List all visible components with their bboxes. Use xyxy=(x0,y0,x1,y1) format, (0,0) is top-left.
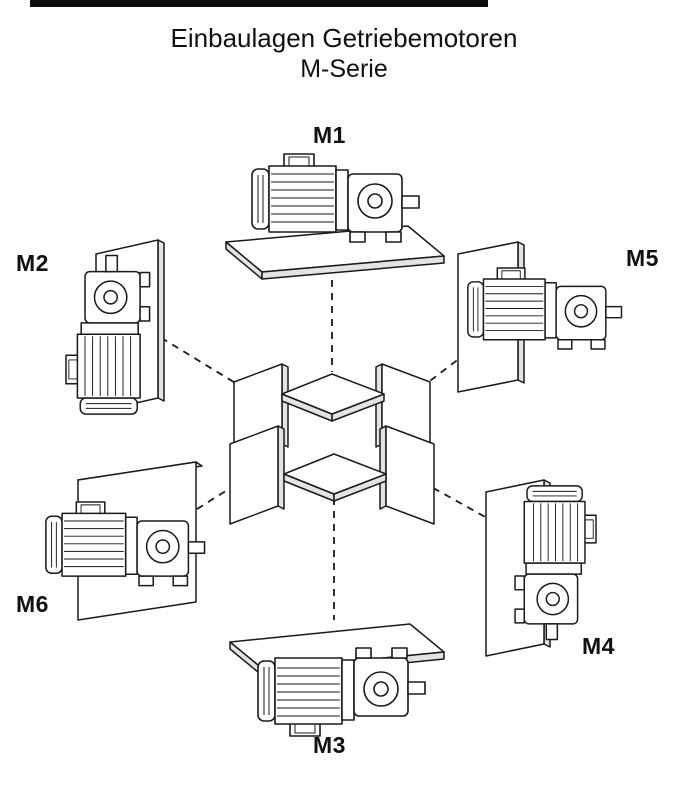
cube-plate-sw-edge xyxy=(277,425,285,510)
label-m1: M1 xyxy=(313,122,346,148)
m3-assembly xyxy=(229,623,445,737)
label-m6: M6 xyxy=(16,591,49,617)
label-m3: M3 xyxy=(313,732,346,758)
gear-motor-m1 xyxy=(251,153,420,243)
m4-assembly xyxy=(485,479,597,657)
label-m2: M2 xyxy=(16,250,49,276)
cube-plate-sw xyxy=(229,425,279,525)
m6-assembly xyxy=(45,461,206,621)
m1-assembly xyxy=(225,153,445,280)
cube-plate-se xyxy=(385,425,435,525)
m2-assembly xyxy=(65,239,165,415)
cube-plate-se-edge xyxy=(379,425,387,510)
title-line-2: M-Serie xyxy=(300,55,388,84)
top-edge-bar xyxy=(30,0,488,7)
gear-motor-m3 xyxy=(257,647,426,737)
diagram-title: Einbaulagen Getriebemotoren M-Serie xyxy=(0,23,688,84)
gear-motor-m2 xyxy=(65,254,151,415)
m5-assembly xyxy=(457,241,623,393)
connector-m2 xyxy=(149,330,243,388)
dashed-connectors xyxy=(149,280,499,620)
gear-motor-m4 xyxy=(514,485,597,641)
cube-plate-bottom xyxy=(283,453,387,495)
m1-base-plate-edge-front xyxy=(261,255,445,280)
center-mounting-cube xyxy=(229,363,435,525)
m2-wall-plate-edge xyxy=(157,239,165,402)
label-m4: M4 xyxy=(582,633,615,659)
gear-motor-m5 xyxy=(467,267,623,350)
label-m5: M5 xyxy=(626,245,659,271)
cube-plate-top xyxy=(281,373,385,415)
title-line-1: Einbaulagen Getriebemotoren xyxy=(170,23,518,53)
